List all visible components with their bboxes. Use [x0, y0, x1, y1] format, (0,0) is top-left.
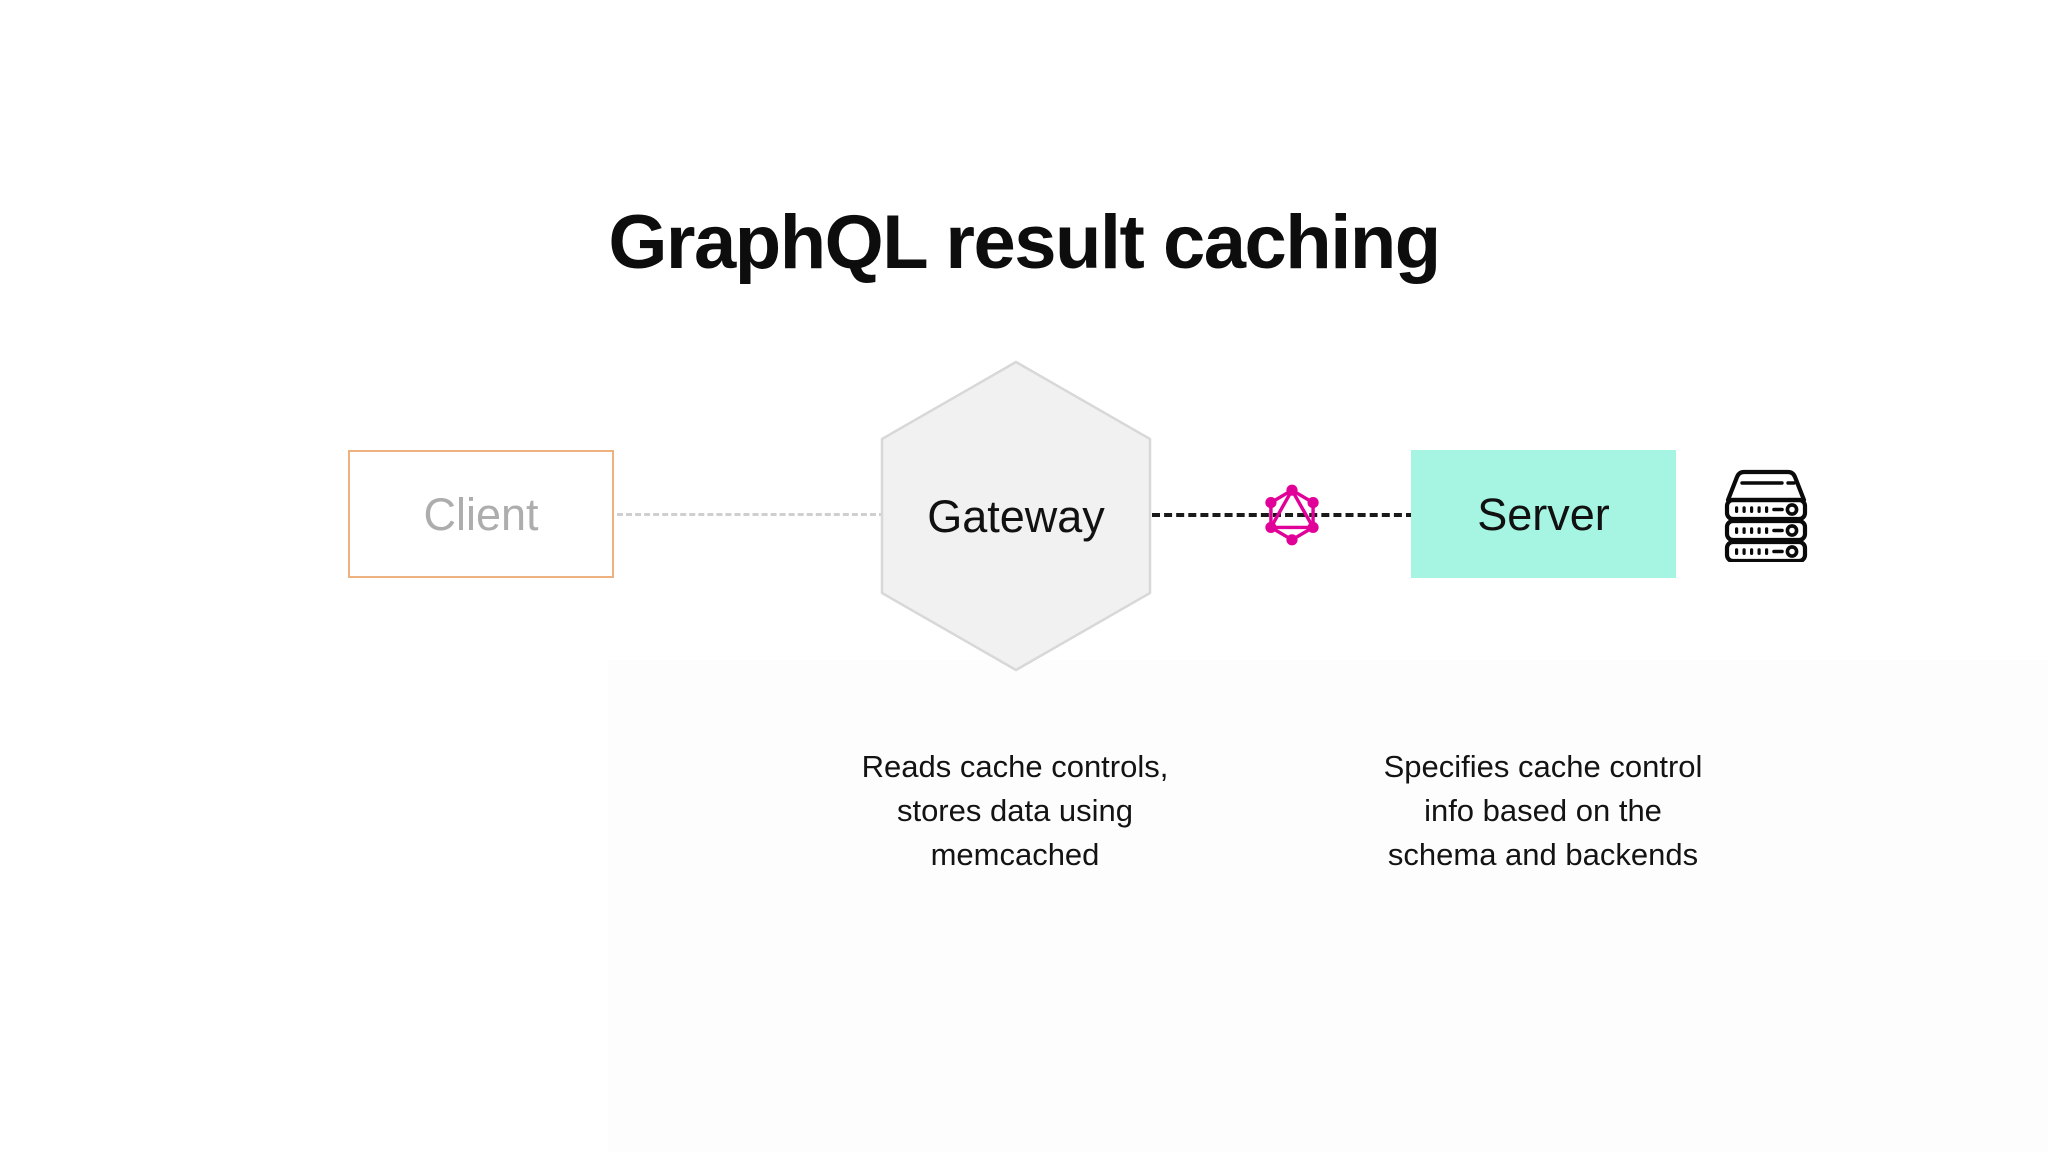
graphql-logo-icon — [1265, 484, 1319, 546]
caption-gateway-line-2: stores data using — [896, 793, 1134, 829]
caption-server-line-3: schema and backends — [1387, 837, 1699, 873]
caption-gateway-line-3: memcached — [930, 837, 1100, 873]
node-server-label: Server — [1477, 488, 1610, 540]
node-client[interactable]: Client — [348, 450, 614, 578]
connector-gateway-to-server — [1152, 513, 1414, 517]
caption-server-line-2: info based on the — [1424, 793, 1662, 829]
node-server[interactable]: Server — [1411, 450, 1676, 578]
caption-gateway-line-1: Reads cache controls, — [861, 749, 1169, 784]
caption-server-line-1: Specifies cache control — [1383, 749, 1703, 784]
node-gateway-label: Gateway — [927, 490, 1105, 542]
connector-client-to-gateway — [617, 513, 885, 516]
node-client-label: Client — [423, 488, 539, 540]
node-gateway[interactable]: Gateway — [880, 360, 1152, 672]
hexagon-shape — [880, 360, 1152, 672]
page-title: GraphQL result caching — [608, 199, 1441, 285]
caption-gateway: Reads cache controls, stores data using … — [790, 745, 1240, 877]
background-panel — [608, 660, 2048, 1152]
server-rack-icon — [1724, 469, 1808, 562]
caption-server: Specifies cache control info based on th… — [1318, 745, 1768, 877]
